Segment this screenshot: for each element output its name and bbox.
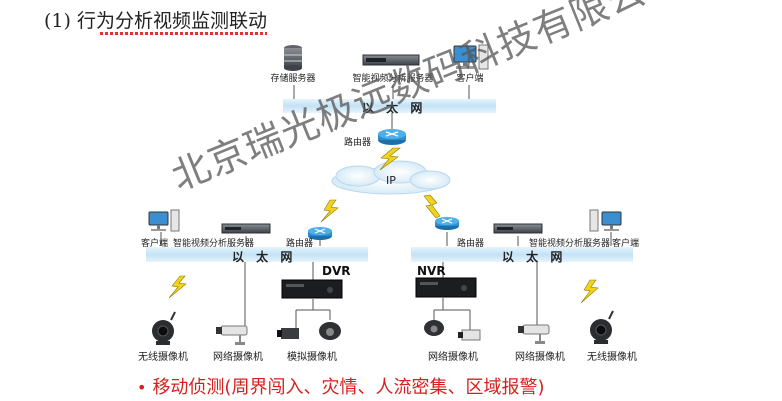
right-ethernet-bar <box>411 247 633 262</box>
right-router-icon <box>435 217 459 230</box>
left-ethernet-bar <box>146 247 368 262</box>
left-client-label: 客户端 <box>141 239 169 249</box>
top-analysis-server-icon <box>362 54 420 66</box>
top-client-pc-icon <box>453 44 489 70</box>
network-bullet-camera-icon-left <box>216 325 248 345</box>
motion-detection-bullet: • 移动侦测(周界闯入、灾情、人流密集、区域报警) <box>137 373 544 399</box>
lightning-icon-left-wireless <box>168 275 187 299</box>
spellcheck-underline <box>100 32 267 35</box>
top-analysis-server-label: 智能视频分析服务器 <box>352 74 434 84</box>
left-analysis-server-icon <box>221 223 271 234</box>
right-router-label: 路由器 <box>457 239 485 249</box>
right-analysis-server-icon <box>493 223 543 234</box>
right-ethernet-label: 以 太 网 <box>502 250 567 264</box>
title-number: (1) <box>44 10 71 32</box>
left-router-label: 路由器 <box>286 239 314 249</box>
right-camera-label-1: 网络摄像机 <box>428 352 478 363</box>
ip-cloud <box>331 160 451 195</box>
lightning-icon-right-wireless <box>580 279 599 304</box>
right-camera-label-2: 网络摄像机 <box>515 352 565 363</box>
wireless-camera-icon-left <box>152 311 176 345</box>
top-ethernet-label: 以 太 网 <box>362 101 427 115</box>
network-dome-camera-icon-right <box>424 320 481 341</box>
left-camera-label-1: 无线摄像机 <box>138 352 188 363</box>
right-client-label: 客户端 <box>612 239 640 249</box>
right-camera-label-3: 无线摄像机 <box>587 352 637 363</box>
top-client-label: 客户端 <box>456 74 484 84</box>
top-router-icon <box>378 129 406 145</box>
nvr-device-icon <box>415 277 477 298</box>
left-ethernet-label: 以 太 网 <box>232 250 297 264</box>
dvr-label: DVR <box>322 264 351 278</box>
top-ethernet-bar <box>283 99 496 113</box>
left-camera-label-3: 模拟摄像机 <box>287 352 337 363</box>
storage-server-icon <box>284 45 302 71</box>
connection-lines <box>160 85 612 330</box>
left-client-pc-icon <box>148 209 180 232</box>
title-text: 行为分析视频监测联动 <box>76 10 267 32</box>
wireless-camera-icon-right <box>590 310 614 344</box>
left-router-icon <box>308 227 332 240</box>
storage-server-label: 存储服务器 <box>270 74 316 84</box>
analog-box-camera-icon <box>277 322 341 340</box>
lightning-icon-top <box>379 147 401 171</box>
right-client-pc-icon <box>589 209 622 232</box>
left-analysis-server-label: 智能视频分析服务器 <box>173 239 255 249</box>
network-bullet-camera-icon-right <box>518 324 550 344</box>
bullet-marker: • <box>137 378 147 397</box>
ip-cloud-label: IP <box>386 174 396 187</box>
lightning-icon-left <box>320 199 339 223</box>
lightning-icon-right <box>423 194 441 219</box>
nvr-label: NVR <box>417 264 446 278</box>
bullet-text: 移动侦测(周界闯入、灾情、人流密集、区域报警) <box>152 377 545 398</box>
top-router-label: 路由器 <box>344 138 372 148</box>
page-title: (1) 行为分析视频监测联动 <box>44 6 267 35</box>
left-camera-label-2: 网络摄像机 <box>213 352 263 363</box>
right-analysis-server-label: 智能视频分析服务器 <box>529 239 611 249</box>
dvr-device-icon <box>281 279 343 299</box>
